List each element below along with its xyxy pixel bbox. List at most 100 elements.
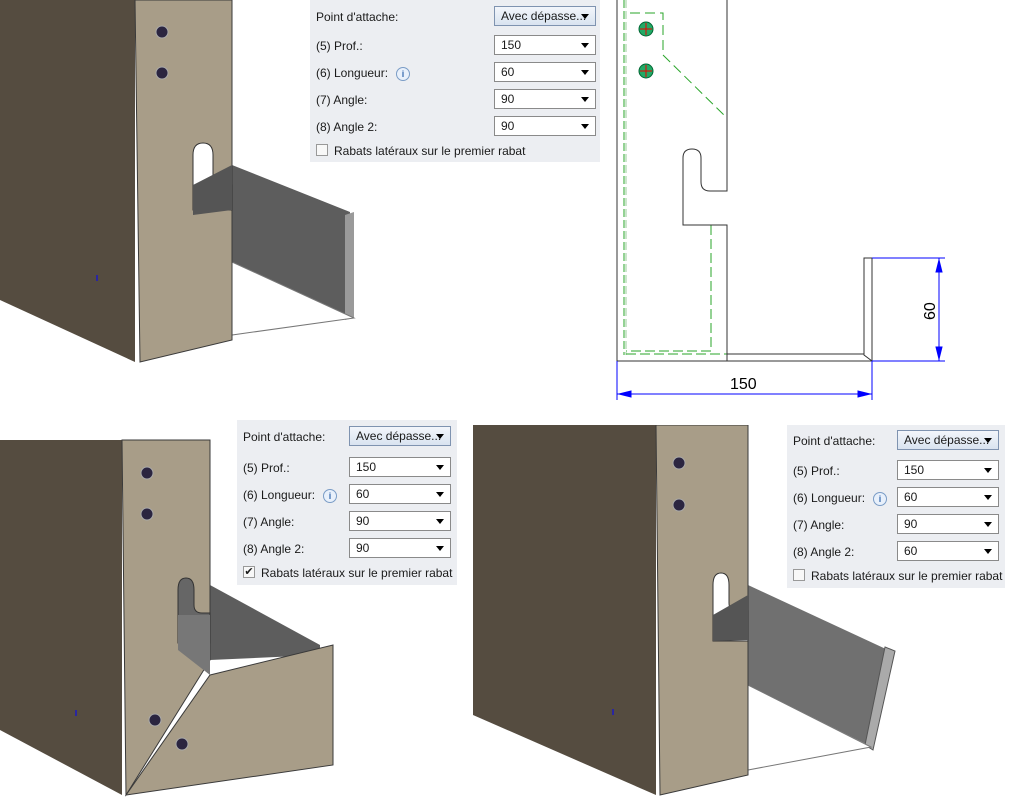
3d-view-bottom-left[interactable] [0,410,473,800]
attach-dropdown[interactable]: Avec dépasse... [494,6,596,26]
side-flange [124,644,334,796]
channel-back [748,585,888,745]
side-flanges-label: Rabats latéraux sur le premier rabat [334,144,526,158]
hole-icon [672,498,686,512]
angle-value: 90 [356,514,370,528]
attach-dropdown[interactable]: Avec dépasse... [349,426,451,446]
chevron-down-icon [436,465,444,470]
height-dimension-text: 60 [922,302,939,320]
flange-properties-panel-1: Point d'attache: Avec dépasse... (5) Prof… [310,0,602,162]
length-value: 60 [356,487,370,501]
angle-dropdown[interactable]: 90 [897,514,999,534]
chevron-down-icon [984,522,992,527]
chevron-down-icon [984,495,992,500]
2d-drawing[interactable]: 60 150 [600,0,1011,410]
length-label: (6) Longueur: [316,66,389,80]
width-dimension-text: 150 [730,376,757,393]
angle2-label: (8) Angle 2: [243,542,305,556]
chevron-down-icon [581,43,589,48]
upright-flange [134,0,233,363]
side-flanges-label: Rabats latéraux sur le premier rabat [261,566,453,580]
depth-dropdown[interactable]: 150 [349,457,451,477]
upright-flange [655,425,749,796]
depth-dropdown[interactable]: 150 [897,460,999,480]
hole-icon [672,456,686,470]
chevron-down-icon [984,468,992,473]
channel-flange [345,212,354,320]
chevron-down-icon [581,70,589,75]
3d-view-bottom-right[interactable] [473,425,1011,800]
depth-value: 150 [501,38,522,52]
angle2-value: 90 [501,119,515,133]
hidden-line [626,225,712,352]
length-dropdown[interactable]: 60 [494,62,596,82]
depth-value: 150 [356,460,377,474]
attach-value: Avec dépasse... [904,433,990,447]
hole-icon [140,507,154,521]
part-outline [617,0,873,362]
channel-front [713,595,748,641]
chevron-down-icon [436,519,444,524]
info-icon[interactable]: i [873,491,888,506]
channel-inner [178,615,210,675]
depth-label: (5) Prof.: [316,39,363,53]
side-flanges-label: Rabats latéraux sur le premier rabat [811,569,1003,583]
dimension-width [616,361,873,400]
cabinet-wall [473,425,656,795]
channel-back [232,165,350,318]
channel-front [193,165,232,215]
depth-value: 150 [904,463,925,477]
info-icon[interactable]: i [396,66,411,81]
length-value: 60 [501,65,515,79]
channel-back [210,585,320,660]
angle-value: 90 [904,517,918,531]
attach-value: Avec dépasse... [501,9,587,23]
chevron-down-icon [436,546,444,551]
chevron-down-icon [581,97,589,102]
length-label: (6) Longueur: [793,491,866,505]
angle2-dropdown[interactable]: 90 [494,116,596,136]
angle2-value: 60 [904,544,918,558]
angle-label: (7) Angle: [243,515,295,529]
flange-properties-panel-3: Point d'attache: Avec dépasse... (5) Prof… [787,425,1005,588]
angle-value: 90 [501,92,515,106]
dimension-height [872,257,945,362]
angle-dropdown[interactable]: 90 [494,89,596,109]
chevron-down-icon [984,438,992,443]
attach-label: Point d'attache: [243,430,326,444]
length-dropdown[interactable]: 60 [349,484,451,504]
attach-label: Point d'attache: [316,10,399,24]
length-label: (6) Longueur: [243,488,316,502]
attach-value: Avec dépasse... [356,429,442,443]
chevron-down-icon [436,492,444,497]
side-flanges-checkbox[interactable] [316,144,328,156]
hole-icon [155,25,169,39]
angle-dropdown[interactable]: 90 [349,511,451,531]
angle2-label: (8) Angle 2: [793,545,855,559]
flange-properties-panel-2: Point d'attache: Avec dépasse... (5) Prof… [237,420,457,585]
hole-icon [155,66,169,80]
length-dropdown[interactable]: 60 [897,487,999,507]
chevron-down-icon [581,124,589,129]
angle2-dropdown[interactable]: 60 [897,541,999,561]
cabinet-wall [0,0,135,362]
depth-dropdown[interactable]: 150 [494,35,596,55]
hidden-line [630,12,728,119]
chevron-down-icon [436,434,444,439]
chevron-down-icon [984,549,992,554]
angle2-dropdown[interactable]: 90 [349,538,451,558]
hole-icon [175,737,189,751]
hole-icon [148,713,162,727]
attach-label: Point d'attache: [793,434,876,448]
side-flanges-checkbox[interactable]: ✔ [243,566,255,578]
info-icon[interactable]: i [323,488,338,503]
depth-label: (5) Prof.: [243,461,290,475]
angle-label: (7) Angle: [793,518,845,532]
side-flanges-checkbox[interactable] [793,569,805,581]
hole-icon [140,466,154,480]
depth-label: (5) Prof.: [793,464,840,478]
cabinet-wall [0,440,122,795]
attach-dropdown[interactable]: Avec dépasse... [897,430,999,450]
3d-view-top-left[interactable] [0,0,360,400]
angle2-label: (8) Angle 2: [316,120,378,134]
